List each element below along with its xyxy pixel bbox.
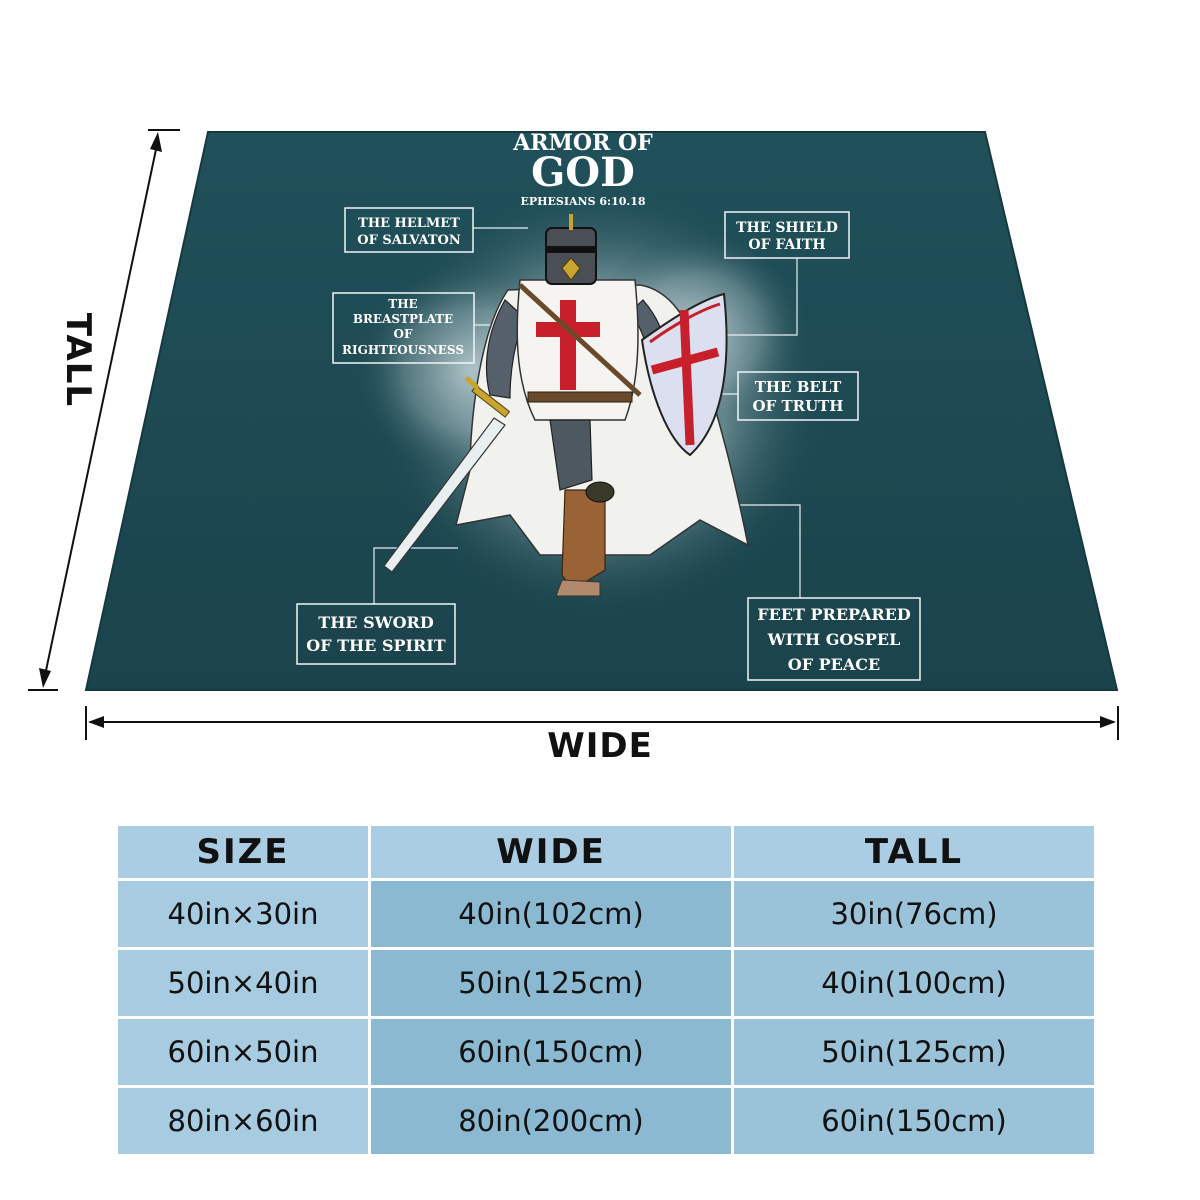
- knight-illustration: [383, 214, 750, 597]
- svg-text:OF TRUTH: OF TRUTH: [753, 397, 844, 415]
- label-sword: THE SWORD OF THE SPIRIT: [296, 603, 456, 665]
- label-feet: FEET PREPARED WITH GOSPEL OF PEACE: [747, 597, 921, 681]
- svg-text:THE SHIELD: THE SHIELD: [736, 220, 838, 236]
- header-wide: WIDE: [371, 826, 731, 878]
- label-belt: THE BELT OF TRUTH: [737, 371, 859, 421]
- svg-text:OF FAITH: OF FAITH: [748, 237, 825, 253]
- cell-size: 50in×40in: [118, 950, 368, 1016]
- cell-tall: 30in(76cm): [734, 881, 1094, 947]
- cell-wide: 80in(200cm): [371, 1088, 731, 1154]
- header-tall: TALL: [734, 826, 1094, 878]
- table-row: 60in×50in 60in(150cm) 50in(125cm): [118, 1019, 1094, 1085]
- size-table-header-row: SIZE WIDE TALL: [118, 826, 1094, 878]
- artwork-title-line1: ARMOR OF: [512, 130, 653, 156]
- svg-text:THE SWORD: THE SWORD: [318, 613, 434, 632]
- svg-text:THE HELMET: THE HELMET: [358, 216, 460, 231]
- table-row: 50in×40in 50in(125cm) 40in(100cm): [118, 950, 1094, 1016]
- label-shield: THE SHIELD OF FAITH: [724, 211, 850, 259]
- cell-tall: 50in(125cm): [734, 1019, 1094, 1085]
- svg-text:OF PEACE: OF PEACE: [788, 655, 880, 674]
- table-row: 40in×30in 40in(102cm) 30in(76cm): [118, 881, 1094, 947]
- cell-size: 40in×30in: [118, 881, 368, 947]
- svg-text:BREASTPLATE: BREASTPLATE: [353, 312, 453, 326]
- svg-text:THE: THE: [388, 297, 417, 311]
- svg-text:RIGHTEOUSNESS: RIGHTEOUSNESS: [342, 343, 464, 357]
- svg-text:OF SALVATON: OF SALVATON: [357, 233, 461, 248]
- cell-tall: 40in(100cm): [734, 950, 1094, 1016]
- wide-dimension-label: WIDE: [547, 726, 653, 766]
- svg-text:THE BELT: THE BELT: [755, 378, 842, 396]
- svg-text:WITH GOSPEL: WITH GOSPEL: [767, 630, 901, 649]
- cell-tall: 60in(150cm): [734, 1088, 1094, 1154]
- cell-wide: 60in(150cm): [371, 1019, 731, 1085]
- tall-dimension-arrow: [28, 129, 180, 691]
- wide-dimension-arrow: [85, 706, 1119, 740]
- cell-wide: 50in(125cm): [371, 950, 731, 1016]
- label-helmet: THE HELMET OF SALVATON: [344, 207, 474, 253]
- table-row: 80in×60in 80in(200cm) 60in(150cm): [118, 1088, 1094, 1154]
- cell-wide: 40in(102cm): [371, 881, 731, 947]
- blanket-product-image: ARMOR OF GOD EPHESIANS 6:10.18: [28, 129, 1119, 740]
- svg-text:OF: OF: [394, 327, 413, 341]
- artwork-title-line2: GOD: [531, 149, 635, 196]
- cell-size: 80in×60in: [118, 1088, 368, 1154]
- header-size: SIZE: [118, 826, 368, 878]
- size-chart-table: SIZE WIDE TALL 40in×30in 40in(102cm) 30i…: [115, 823, 1097, 1157]
- cell-size: 60in×50in: [118, 1019, 368, 1085]
- svg-text:FEET PREPARED: FEET PREPARED: [757, 605, 911, 624]
- svg-text:OF THE SPIRIT: OF THE SPIRIT: [306, 636, 446, 655]
- tall-dimension-label: TALL: [58, 312, 98, 408]
- artwork-verse: EPHESIANS 6:10.18: [520, 195, 645, 208]
- label-breastplate: THE BREASTPLATE OF RIGHTEOUSNESS: [332, 292, 475, 364]
